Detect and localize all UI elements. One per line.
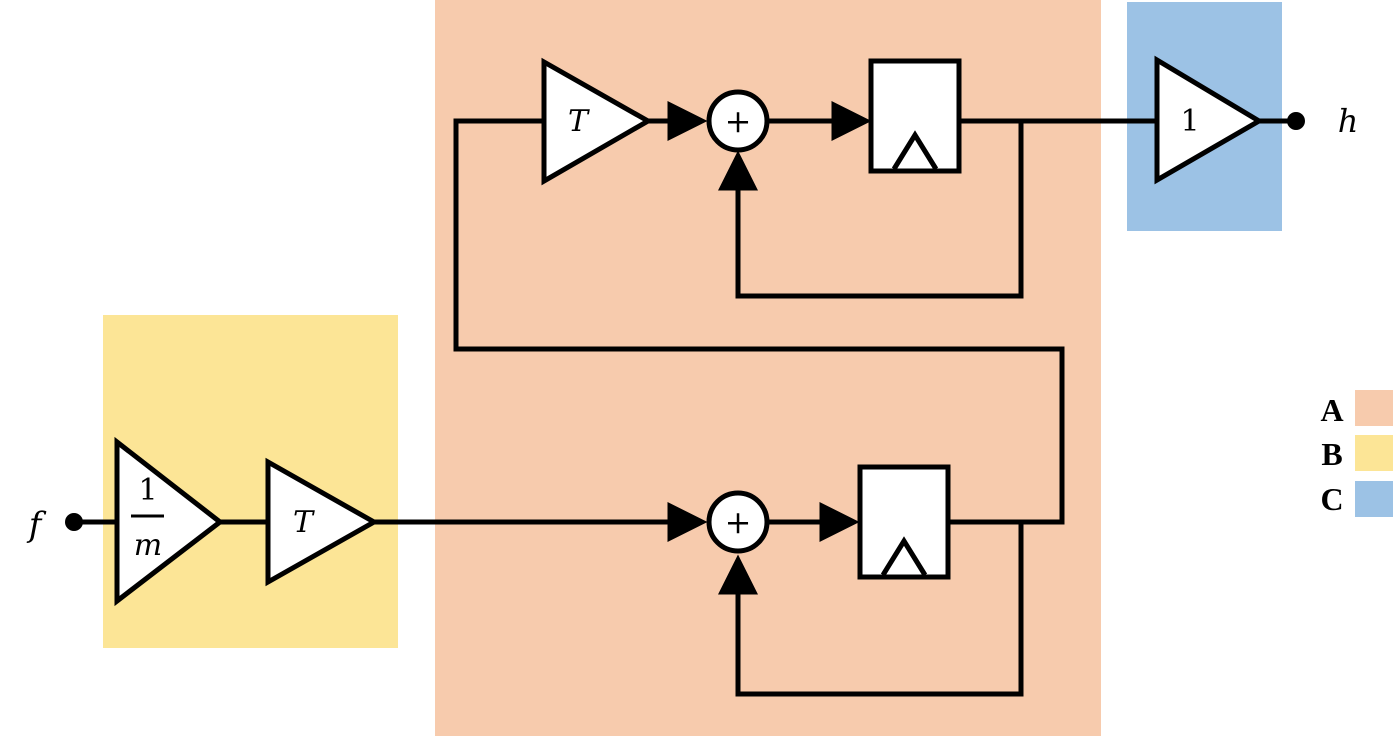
sum-bottom-circle: [706, 490, 770, 554]
sum-bottom-sign: +: [725, 503, 752, 541]
output-label: h: [1338, 102, 1359, 140]
wire-delay-bottom-out: [453, 118, 1065, 525]
gain-t-bottom-label: T: [293, 505, 315, 540]
gain-mass-numerator: 1: [138, 473, 157, 508]
delay-bottom-clock-icon: [880, 536, 928, 577]
gain-output-label: 1: [1180, 104, 1199, 139]
legend-swatch-c: [1355, 481, 1393, 517]
delay-top-block: [868, 58, 962, 174]
gain-mass-denominator: m: [134, 528, 162, 563]
region-a: [435, 0, 1101, 736]
input-label: f: [26, 505, 47, 545]
wire-feedback-top: [718, 118, 1024, 299]
output-terminal: [1287, 112, 1305, 130]
legend-label-c: C: [1320, 481, 1343, 517]
sum-top-sign: +: [725, 102, 752, 140]
legend-swatch-a: [1355, 390, 1393, 426]
gain-t-top-triangle: [541, 57, 654, 186]
sum-top-circle: [706, 89, 770, 153]
input-terminal: [65, 513, 83, 531]
delay-top-clock-icon: [891, 130, 939, 171]
legend-label-a: A: [1320, 392, 1343, 428]
gain-output-triangle: [1154, 55, 1264, 185]
legend-label-b: B: [1321, 436, 1342, 472]
delay-bottom-block: [857, 464, 951, 580]
legend: A B C: [1320, 390, 1393, 517]
wire-feedback-bottom: [718, 519, 1024, 697]
gain-t-bottom-triangle: [265, 457, 380, 587]
gain-mass-triangle: [114, 436, 225, 607]
gain-t-top-label: T: [568, 104, 590, 139]
legend-swatch-b: [1355, 435, 1393, 471]
